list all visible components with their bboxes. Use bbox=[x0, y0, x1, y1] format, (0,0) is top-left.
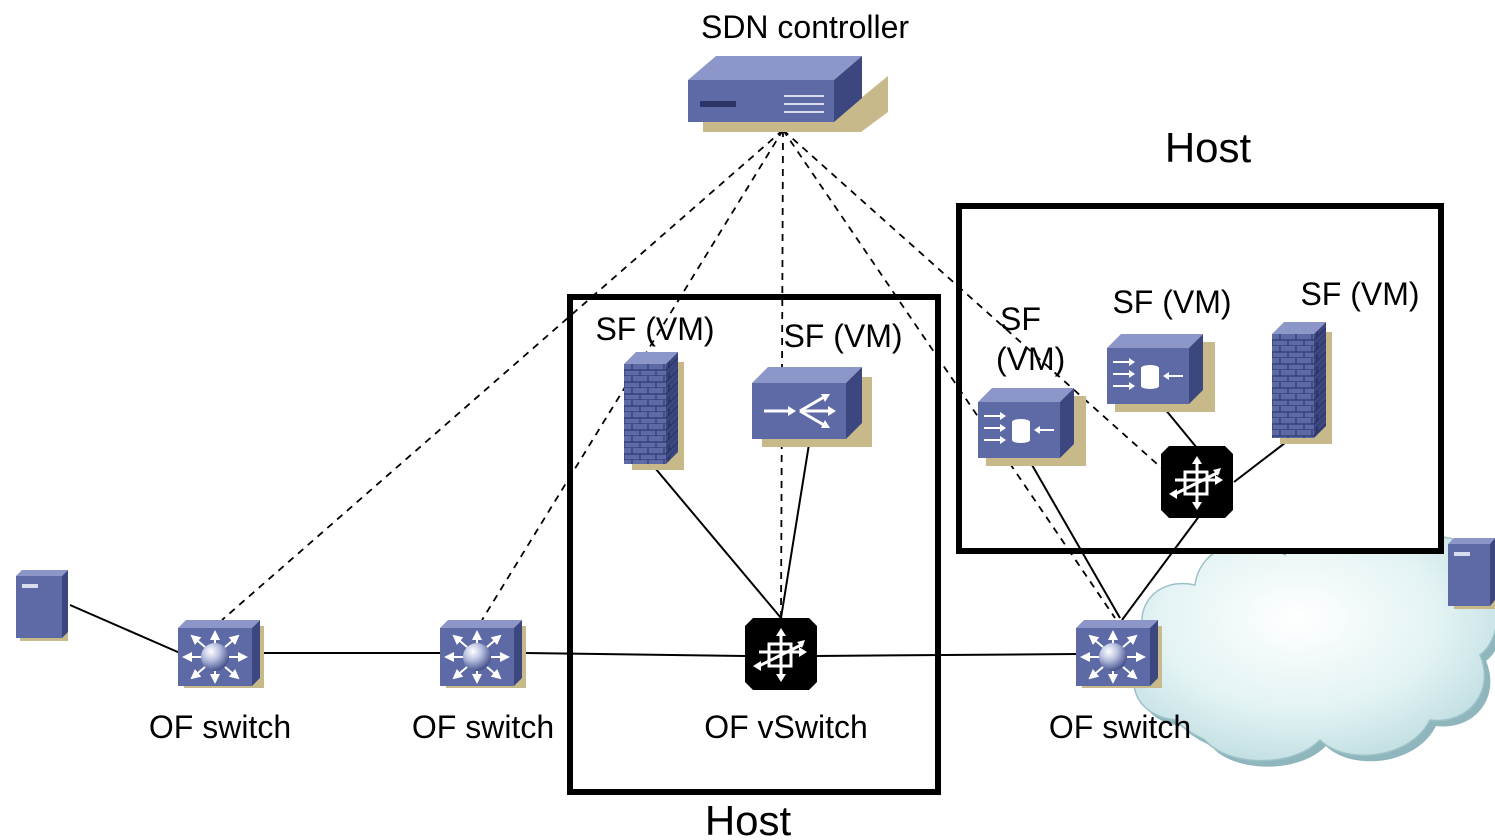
storage-appliance-icon bbox=[978, 388, 1086, 466]
sf-label-4: SF (VM) bbox=[1112, 284, 1231, 320]
sf-label-5: SF (VM) bbox=[1300, 276, 1419, 312]
data-links bbox=[69, 402, 1299, 657]
host-label-1: Host bbox=[705, 797, 792, 840]
sf-label-2: SF (VM) bbox=[783, 318, 902, 354]
link-firewall-vswitch bbox=[654, 467, 782, 619]
switch-label-2: OF switch bbox=[412, 709, 554, 745]
sf-label-1: SF (VM) bbox=[595, 311, 714, 347]
cloud-icon bbox=[1133, 522, 1495, 767]
switch-label-1: OF switch bbox=[149, 709, 291, 745]
link-vswitch2-switch3 bbox=[1121, 514, 1201, 621]
of-switch-icon bbox=[440, 620, 526, 688]
sf-label-3-line1: SF bbox=[1000, 301, 1041, 337]
of-switch-icon bbox=[178, 620, 264, 688]
firewall-icon bbox=[1272, 322, 1332, 444]
link-switch2-vswitch bbox=[524, 652, 746, 657]
switch-label-3: OF switch bbox=[1049, 709, 1191, 745]
host-box-1 bbox=[567, 294, 941, 795]
server-icon bbox=[1448, 538, 1495, 609]
storage-appliance-icon bbox=[1107, 334, 1215, 412]
of-switch-icon bbox=[1076, 620, 1162, 688]
virtual-switch-icon bbox=[745, 618, 817, 690]
host-label-2: Host bbox=[1165, 124, 1252, 171]
control-link-vswitch bbox=[780, 129, 784, 619]
virtual-switch-icon bbox=[1161, 446, 1233, 518]
link-server-switch1 bbox=[69, 604, 181, 654]
controller-appliance-icon bbox=[688, 56, 888, 132]
link-lb-vswitch bbox=[780, 437, 811, 619]
server-icon bbox=[16, 570, 68, 641]
control-link-switch-1 bbox=[221, 129, 784, 621]
vswitch-label: OF vSwitch bbox=[704, 709, 868, 745]
sf-label-3-line2: (VM) bbox=[996, 341, 1065, 377]
link-vswitch-switch3 bbox=[814, 653, 1079, 657]
controller-label: SDN controller bbox=[701, 9, 909, 45]
firewall-icon bbox=[624, 352, 684, 470]
link-storage1-switch3 bbox=[1027, 457, 1121, 619]
load-balancer-icon bbox=[752, 367, 872, 447]
control-link-host2 bbox=[782, 129, 1176, 481]
